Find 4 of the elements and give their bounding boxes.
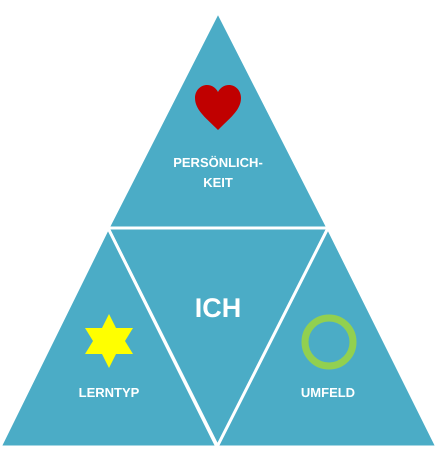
- triangle-label: ICH: [194, 292, 242, 325]
- triangle-label: UMFELD: [300, 384, 356, 402]
- triangle-label: PERSÖNLICH- KEIT: [172, 154, 264, 192]
- triangle-label: LERNTYP: [78, 384, 140, 402]
